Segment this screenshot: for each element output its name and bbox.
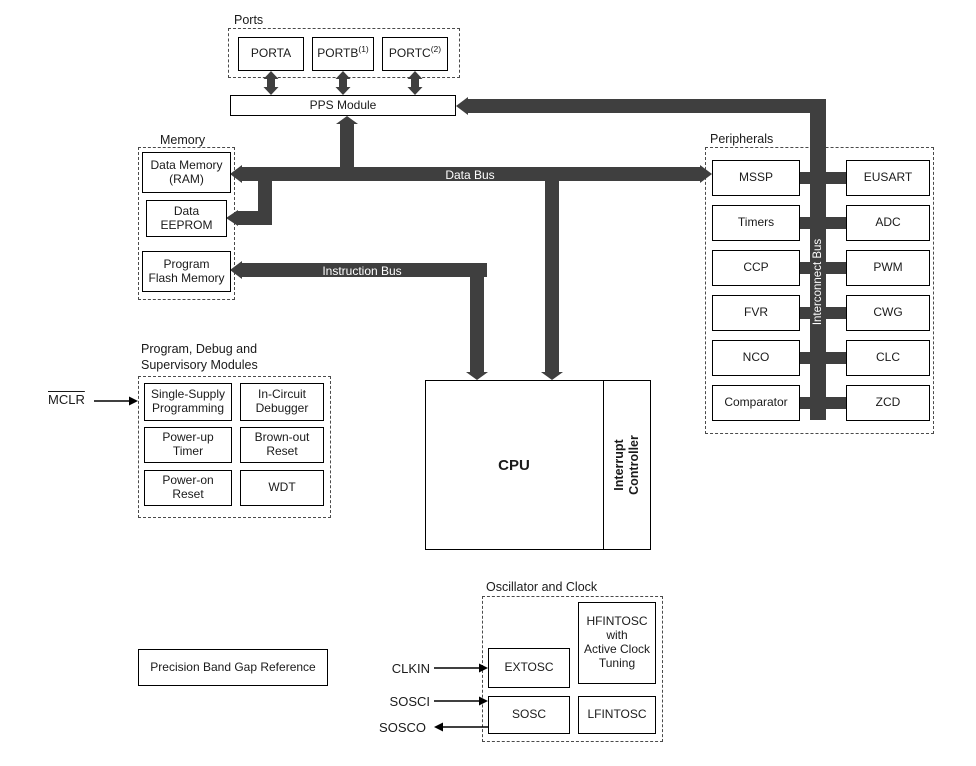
- ccp-box: CCP: [712, 250, 800, 286]
- cpu-label: CPU: [498, 456, 530, 474]
- instruction-bus-left-arrowhead: [230, 261, 242, 279]
- interconnect-bus-bar: [810, 99, 826, 420]
- pps-arrowhead: [456, 97, 468, 115]
- databus-to-pps-arrowhead: [336, 116, 358, 124]
- portb-superscript: (1): [358, 44, 369, 55]
- clkin-pin-label: CLKIN: [391, 661, 430, 676]
- clc-box: CLC: [846, 340, 930, 376]
- eeprom-arrowhead: [226, 210, 238, 226]
- stub-timers: [800, 217, 810, 229]
- wdt-box: WDT: [240, 470, 324, 506]
- single-supply-programming-box: Single-Supply Programming: [144, 383, 232, 421]
- oscillator-title: Oscillator and Clock: [486, 580, 598, 594]
- timers-box: Timers: [712, 205, 800, 241]
- data-bus-label: Data Bus: [445, 167, 495, 182]
- debug-title: Program, Debug and Supervisory Modules: [141, 342, 258, 372]
- porta-pps-arrow: [263, 71, 279, 95]
- ports-title: Ports: [234, 13, 264, 27]
- stub-eusart: [826, 172, 846, 184]
- data-bus-right-arrowhead: [700, 165, 712, 183]
- portc-label: PORTC: [388, 46, 431, 61]
- fvr-box: FVR: [712, 295, 800, 331]
- instruction-to-cpu-arrowhead: [466, 372, 488, 380]
- instruction-to-cpu-shaft: [470, 263, 484, 373]
- sosci-arrowhead: [479, 696, 488, 706]
- power-on-reset-box: Power-on Reset: [144, 470, 232, 506]
- data-memory-ram-box: Data Memory (RAM): [142, 152, 231, 193]
- databus-to-cpu-shaft: [545, 180, 559, 373]
- porta-box: PORTA: [238, 37, 304, 71]
- comparator-box: Comparator: [712, 385, 800, 421]
- sosc-box: SOSC: [488, 696, 570, 734]
- extosc-box: EXTOSC: [488, 648, 570, 688]
- mclr-arrowhead: [129, 396, 138, 406]
- stub-cwg: [826, 307, 846, 319]
- peripherals-title: Peripherals: [710, 132, 774, 146]
- databus-to-pps-shaft: [340, 123, 354, 168]
- pps-interconnect-bar: [468, 99, 826, 113]
- stub-ccp: [800, 262, 810, 274]
- cpu-box: [425, 380, 651, 550]
- debug-group: [138, 376, 331, 518]
- portb-label: PORTB: [317, 46, 359, 61]
- eeprom-branch-horizontal: [237, 211, 272, 225]
- pwm-box: PWM: [846, 250, 930, 286]
- stub-nco: [800, 352, 810, 364]
- stub-adc: [826, 217, 846, 229]
- stub-pwm: [826, 262, 846, 274]
- in-circuit-debugger-box: In-Circuit Debugger: [240, 383, 324, 421]
- mclr-pin-label: MCLR: [48, 392, 85, 407]
- eusart-box: EUSART: [846, 160, 930, 196]
- cwg-box: CWG: [846, 295, 930, 331]
- power-up-timer-box: Power-up Timer: [144, 427, 232, 463]
- databus-to-cpu-arrowhead: [541, 372, 563, 380]
- sosco-pin-label: SOSCO: [379, 720, 426, 735]
- cpu-interrupt-divider: [603, 380, 604, 550]
- adc-box: ADC: [846, 205, 930, 241]
- porta-label: PORTA: [250, 46, 292, 61]
- stub-clc: [826, 352, 846, 364]
- portc-pps-arrow: [407, 71, 423, 95]
- clkin-arrowhead: [479, 663, 488, 673]
- interrupt-controller-label: Interrupt Controller: [612, 435, 641, 495]
- interconnect-bus-label: Interconnect Bus: [812, 238, 824, 326]
- data-bus-bar: [241, 167, 701, 181]
- band-gap-reference-box: Precision Band Gap Reference: [138, 649, 328, 686]
- nco-box: NCO: [712, 340, 800, 376]
- lfintosc-box: LFINTOSC: [578, 696, 656, 734]
- mssp-box: MSSP: [712, 160, 800, 196]
- portc-box: PORTC(2): [382, 37, 448, 71]
- instruction-bus-bar: [241, 263, 487, 277]
- stub-comparator: [800, 397, 810, 409]
- sosco-arrowhead: [434, 722, 443, 732]
- stub-fvr: [800, 307, 810, 319]
- portc-superscript: (2): [430, 44, 442, 55]
- memory-title: Memory: [160, 133, 206, 147]
- pps-module-box: PPS Module: [230, 95, 456, 116]
- stub-zcd: [826, 397, 846, 409]
- instruction-bus-label: Instruction Bus: [322, 263, 402, 278]
- sosci-pin-label: SOSCI: [389, 694, 430, 709]
- zcd-box: ZCD: [846, 385, 930, 421]
- eeprom-branch-vertical: [258, 180, 272, 212]
- portb-box: PORTB(1): [312, 37, 374, 71]
- portb-pps-arrow: [335, 71, 351, 95]
- data-eeprom-box: Data EEPROM: [146, 200, 227, 237]
- program-flash-memory-box: Program Flash Memory: [142, 251, 231, 292]
- data-bus-left-arrowhead: [230, 165, 242, 183]
- hfintosc-box: HFINTOSC with Active Clock Tuning: [578, 602, 656, 684]
- brown-out-reset-box: Brown-out Reset: [240, 427, 324, 463]
- stub-mssp: [800, 172, 810, 184]
